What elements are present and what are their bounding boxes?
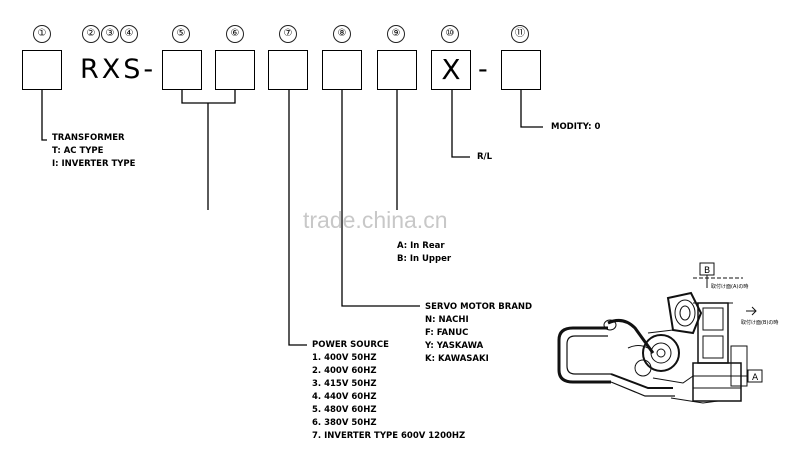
transformer-option: T: AC TYPE xyxy=(52,146,104,156)
marker-4: ④ xyxy=(120,25,138,43)
drawing-note-top: 取付け面(A)の時 xyxy=(711,283,748,290)
drawing-note-right: 取付け面(B)の時 xyxy=(741,319,778,326)
view-b-label: B xyxy=(704,266,710,276)
marker-6: ⑥ xyxy=(226,25,244,43)
modity-label: MODITY: 0 xyxy=(551,122,601,132)
servo-option: N: NACHI xyxy=(425,315,469,325)
mount-option: B: In Upper xyxy=(397,254,452,264)
marker-8: ⑧ xyxy=(333,25,351,43)
power-option: 4. 440V 60HZ xyxy=(312,392,377,402)
transformer-option: I: INVERTER TYPE xyxy=(52,159,136,169)
marker-7: ⑦ xyxy=(279,25,297,43)
view-a-label: A xyxy=(752,373,759,383)
code-box-1 xyxy=(22,50,62,90)
code-box-11 xyxy=(501,50,541,90)
marker-9: ⑨ xyxy=(387,25,405,43)
power-source-block: POWER SOURCE 1. 400V 50HZ 2. 400V 60HZ 3… xyxy=(312,339,465,443)
marker-2: ② xyxy=(82,25,100,43)
servo-motor-title: SERVO MOTOR BRAND xyxy=(425,302,533,312)
power-option: 7. INVERTER TYPE 600V 1200HZ xyxy=(312,431,466,441)
rl-label: R/L xyxy=(477,152,493,162)
code-separator: - xyxy=(478,54,491,85)
servo-motor-block: SERVO MOTOR BRAND N: NACHI F: FANUC Y: Y… xyxy=(425,301,532,366)
power-source-title: POWER SOURCE xyxy=(312,340,389,350)
marker-1: ① xyxy=(33,25,51,43)
code-box-5 xyxy=(162,50,202,90)
marker-3: ③ xyxy=(101,25,119,43)
code-box-9 xyxy=(377,50,417,90)
transformer-block: TRANSFORMER T: AC TYPE I: INVERTER TYPE xyxy=(52,132,135,171)
power-option: 6. 380V 50HZ xyxy=(312,418,377,428)
mount-block: A: In Rear B: In Upper xyxy=(397,240,451,266)
watermark: trade.china.cn xyxy=(303,207,448,233)
marker-5: ⑤ xyxy=(172,25,190,43)
code-box-10: X xyxy=(431,50,471,90)
code-box-7 xyxy=(268,50,308,90)
power-option: 5. 480V 60HZ xyxy=(312,405,377,415)
marker-11: ⑪ xyxy=(511,25,529,43)
marker-10: ⑩ xyxy=(441,25,459,43)
code-box-6 xyxy=(215,50,255,90)
mount-option: A: In Rear xyxy=(397,241,445,251)
servo-option: Y: YASKAWA xyxy=(425,341,484,351)
transformer-title: TRANSFORMER xyxy=(52,133,125,143)
power-option: 1. 400V 50HZ xyxy=(312,353,377,363)
servo-option: K: KAWASAKI xyxy=(425,354,489,364)
servo-option: F: FANUC xyxy=(425,328,469,338)
model-prefix: RXS- xyxy=(80,54,157,85)
welding-gun-drawing: B A 取付け面(A)の時 取付け面(B)の時 xyxy=(557,262,778,404)
power-option: 2. 400V 60HZ xyxy=(312,366,377,376)
code-box-8 xyxy=(322,50,362,90)
power-option: 3. 415V 50HZ xyxy=(312,379,377,389)
